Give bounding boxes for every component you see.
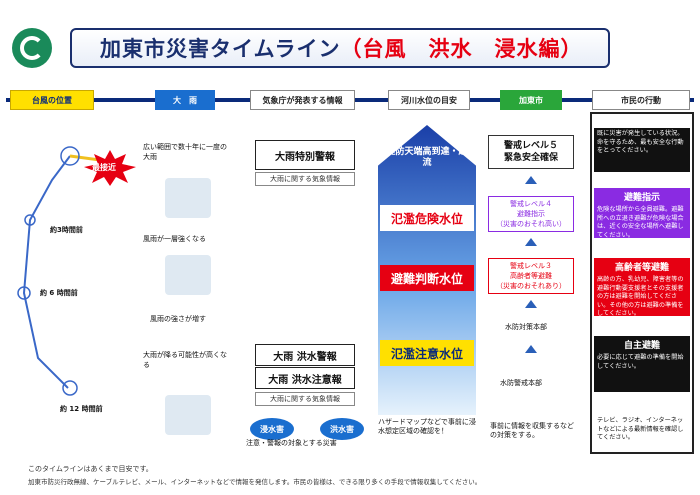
col-header-river: 河川水位の目安 (388, 90, 470, 110)
city-level3-note: （災害のおそれあり） (496, 282, 566, 290)
city-level3-sub: 高齢者等避難 (510, 272, 552, 280)
jma-special-info: 大雨に関する気象情報 (255, 172, 355, 186)
river-danger-level: 氾濫危険水位 (380, 205, 474, 231)
citizen-self-head: 自主避難 (594, 336, 690, 352)
city-arrow-2 (525, 238, 537, 246)
hazard-badge-flood: 洪水害 (320, 418, 364, 440)
jma-flood-warning: 大雨 洪水警報 (255, 344, 355, 366)
jma-flood-advisory: 大雨 洪水注意報 (255, 367, 355, 389)
city-level4-title: 警戒レベル４ (510, 200, 552, 208)
river-evac-level: 避難判断水位 (380, 265, 474, 291)
river-bottom-note: ハザードマップなどで事前に浸水想定区域の確認を！ (378, 418, 476, 435)
hazard-badge-inundation: 浸水害 (250, 418, 294, 440)
city-logo-mark (20, 36, 44, 60)
page-title: 加東市災害タイムライン （台風 洪水 浸水編） (70, 28, 610, 68)
river-top-level: 堤防天端高到達・越流 (386, 147, 468, 168)
citizen-evac-text: 危険な場所から全員避難。避難所への立退き避難が危険な場合は、近くの安全な場所へ避… (594, 204, 690, 238)
city-standby: 水防警戒本部 (500, 379, 542, 387)
col-header-jma: 気象庁が発表する情報 (250, 90, 355, 110)
city-level3: 警戒レベル３ 高齢者等避難 （災害のおそれあり） (488, 258, 574, 294)
citizen-evac-head: 避難指示 (594, 188, 690, 204)
col-header-rain: 大 雨 (155, 90, 215, 110)
citizen-elderly-text: 高齢の方、乳幼児、障害者等の避難行動要支援者とその支援者の方は避難を開始してくだ… (594, 274, 690, 316)
rain-level-4: 大雨が降る可能性が高くなる (143, 351, 227, 369)
city-arrow-1 (525, 176, 537, 184)
city-level5-sub: 緊急安全確保 (503, 153, 558, 163)
col-header-city: 加東市 (500, 90, 562, 110)
citizen-elderly-head: 高齢者等避難 (594, 258, 690, 274)
rain-level-1: 広い範囲で数十年に一度の大雨 (143, 143, 227, 161)
approach-burst (84, 150, 136, 186)
rain-level-3: 風雨の強さが増す (150, 315, 206, 323)
city-level5-title: 警戒レベル５ (503, 141, 558, 151)
city-level4: 警戒レベル４ 避難指示 （災害のおそれ高い） (488, 196, 574, 232)
typhoon-approach-label: 最接近 (92, 163, 116, 172)
title-sub: （台風 洪水 浸水編） (340, 37, 583, 61)
city-level3-title: 警戒レベル３ (510, 262, 552, 270)
typhoon-12h-label: 約 12 時間前 (60, 405, 103, 413)
typhoon-6h-label: 約 6 時間前 (40, 289, 78, 297)
rain-storm-illustration (165, 178, 211, 218)
city-arrow-4 (525, 345, 537, 353)
jma-weather-info: 大雨に関する気象情報 (255, 392, 355, 406)
typhoon-3h-label: 約3時間前 (50, 226, 83, 234)
col-header-typhoon: 台風の位置 (10, 90, 94, 110)
footer-line-1: このタイムラインはあくまで目安です。 (28, 465, 153, 473)
river-caution-level: 氾濫注意水位 (380, 340, 474, 366)
city-level5: 警戒レベル５ 緊急安全確保 (488, 135, 574, 169)
footer-line-2: 加東市防災行政無線、ケーブルテレビ、メール、インターネットなどで情報を発信します… (28, 478, 482, 486)
title-main: 加東市災害タイムライン (100, 37, 341, 61)
city-hq: 水防対策本部 (505, 323, 547, 331)
rain-level-2: 風雨が一層強くなる (143, 235, 206, 243)
city-arrow-3 (525, 300, 537, 308)
city-bottom-note: 事前に情報を収集するなどの対策をする。 (490, 422, 574, 439)
citizen-top-action: 既に災害が発生している状況。命を守るため、最も安全な行動をとってください。 (594, 128, 690, 172)
hazard-target-caption: 注意・警報の対象とする災害 (246, 439, 337, 447)
col-header-citizen: 市民の行動 (592, 90, 690, 110)
city-level4-sub: 避難指示 (517, 210, 545, 218)
rain-light-illustration (165, 395, 211, 435)
citizen-self-text: 必要に応じて避難の準備を開始してください。 (594, 352, 690, 392)
city-level4-note: （災害のおそれ高い） (496, 220, 566, 228)
citizen-bottom-action: テレビ、ラジオ、インターネットなどによる最新情報を確認してください。 (594, 415, 690, 449)
jma-special-warning: 大雨特別警報 (255, 140, 355, 170)
rain-umbrella-illustration (165, 255, 211, 295)
